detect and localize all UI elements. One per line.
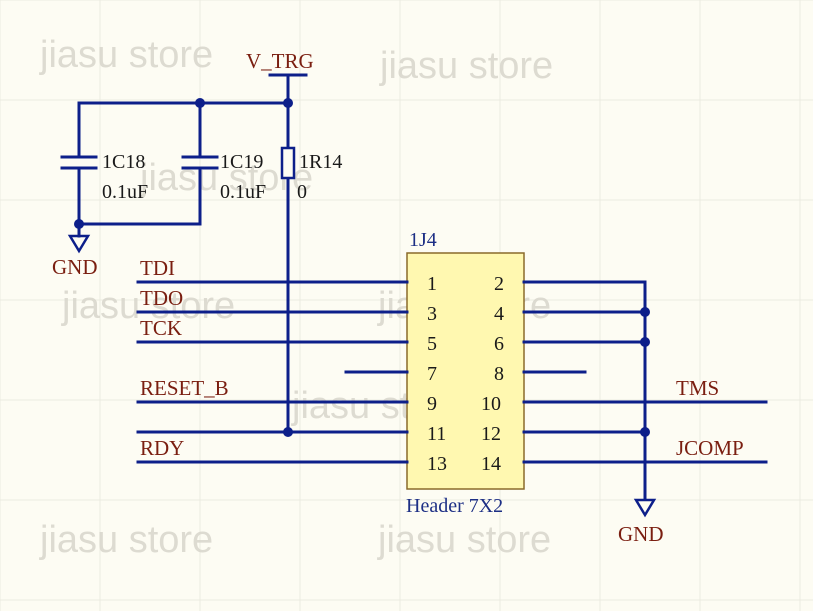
pin-number: 6: [494, 333, 504, 355]
junction: [195, 98, 205, 108]
capacitor-designator: 1C19: [220, 151, 263, 173]
ground-label: GND: [618, 522, 664, 546]
watermark: jiasu store: [39, 519, 213, 561]
pin-number: 5: [427, 333, 437, 355]
header-pin-labels: 1 2 3 4 5 6 7 8 9 10 11 12 13 14: [427, 273, 504, 475]
ground-symbol-right[interactable]: GND: [618, 498, 664, 546]
pin-number: 14: [481, 453, 501, 475]
header-comment: Header 7X2: [406, 495, 503, 517]
header-designator: 1J4: [409, 229, 437, 251]
pin-number: 13: [427, 453, 447, 475]
resistor-body: [280, 146, 296, 180]
junction: [640, 307, 650, 317]
pin-number: 8: [494, 363, 504, 385]
watermark: jiasu store: [61, 285, 235, 327]
power-port-vtrg[interactable]: V_TRG: [246, 49, 314, 105]
pin-number: 11: [427, 423, 446, 445]
junction: [283, 98, 293, 108]
resistor-1r14[interactable]: 1R14 0: [280, 146, 342, 203]
pin-number: 10: [481, 393, 501, 415]
left-nets: TDI TDO TCK RESET_B RDY: [136, 256, 409, 464]
watermark: jiasu store: [39, 34, 213, 76]
resistor-value: 0: [297, 181, 307, 203]
pin-number: 9: [427, 393, 437, 415]
capacitor-1c18[interactable]: 1C18 0.1uF: [60, 151, 148, 203]
capacitor-value: 0.1uF: [220, 181, 266, 203]
pin-number: 7: [427, 363, 437, 385]
ground-icon: [633, 498, 657, 518]
net-label-tdo: TDO: [140, 286, 183, 310]
pin-number: 3: [427, 303, 437, 325]
top-rail: [74, 98, 293, 434]
net-label-tms: TMS: [676, 376, 719, 400]
junction: [640, 427, 650, 437]
capacitor-value: 0.1uF: [102, 181, 148, 203]
capacitor-designator: 1C18: [102, 151, 145, 173]
junction: [640, 337, 650, 347]
ground-symbol-left[interactable]: GND: [52, 222, 98, 279]
net-label-reset: RESET_B: [140, 376, 229, 400]
header-1j4[interactable]: 1J4 Header 7X2 1 2 3 4 5 6 7 8 9 10 11 1…: [406, 229, 525, 517]
watermark: jiasu store: [379, 45, 553, 87]
pin-number: 1: [427, 273, 437, 295]
ground-label: GND: [52, 255, 98, 279]
header-body: [406, 252, 525, 490]
power-net-label: V_TRG: [246, 49, 314, 73]
watermark: jiasu store: [377, 519, 551, 561]
net-label-tdi: TDI: [140, 256, 175, 280]
pin-number: 2: [494, 273, 504, 295]
capacitor-1c19[interactable]: 1C19 0.1uF: [181, 151, 266, 203]
net-label-jcomp: JCOMP: [676, 436, 744, 460]
pin-number: 12: [481, 423, 501, 445]
resistor-designator: 1R14: [299, 151, 342, 173]
junction: [283, 427, 293, 437]
net-label-rdy: RDY: [140, 436, 184, 460]
net-label-tck: TCK: [140, 316, 182, 340]
right-nets: TMS JCOMP: [522, 280, 768, 500]
pin-number: 4: [494, 303, 504, 325]
ground-icon: [67, 234, 91, 254]
